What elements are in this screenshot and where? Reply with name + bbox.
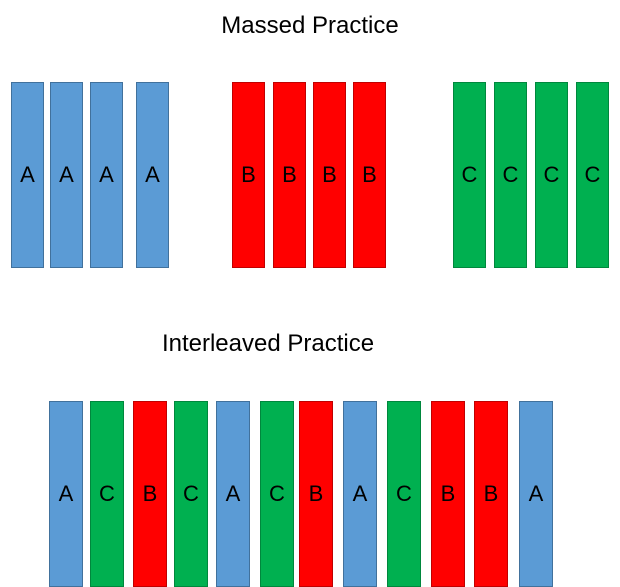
- massed-block-c: C: [453, 82, 486, 268]
- massed-block-a: A: [50, 82, 83, 268]
- massed-block-b: B: [313, 82, 346, 268]
- massed-block-c: C: [494, 82, 527, 268]
- massed-block-b: B: [232, 82, 265, 268]
- interleaved-block-b: B: [133, 401, 167, 587]
- interleaved-block-b: B: [474, 401, 508, 587]
- interleaved-practice-title: Interleaved Practice: [161, 330, 375, 357]
- interleaved-block-b: B: [431, 401, 465, 587]
- massed-practice-title: Massed Practice: [221, 12, 399, 39]
- interleaved-block-c: C: [260, 401, 294, 587]
- massed-block-b: B: [273, 82, 306, 268]
- interleaved-block-b: B: [299, 401, 333, 587]
- massed-block-c: C: [576, 82, 609, 268]
- interleaved-block-a: A: [216, 401, 250, 587]
- interleaved-block-a: A: [343, 401, 377, 587]
- interleaved-block-c: C: [174, 401, 208, 587]
- interleaved-block-a: A: [49, 401, 83, 587]
- massed-block-a: A: [136, 82, 169, 268]
- massed-block-b: B: [353, 82, 386, 268]
- interleaved-block-a: A: [519, 401, 553, 587]
- interleaved-block-c: C: [90, 401, 124, 587]
- massed-block-c: C: [535, 82, 568, 268]
- massed-block-a: A: [11, 82, 44, 268]
- interleaved-block-c: C: [387, 401, 421, 587]
- massed-block-a: A: [90, 82, 123, 268]
